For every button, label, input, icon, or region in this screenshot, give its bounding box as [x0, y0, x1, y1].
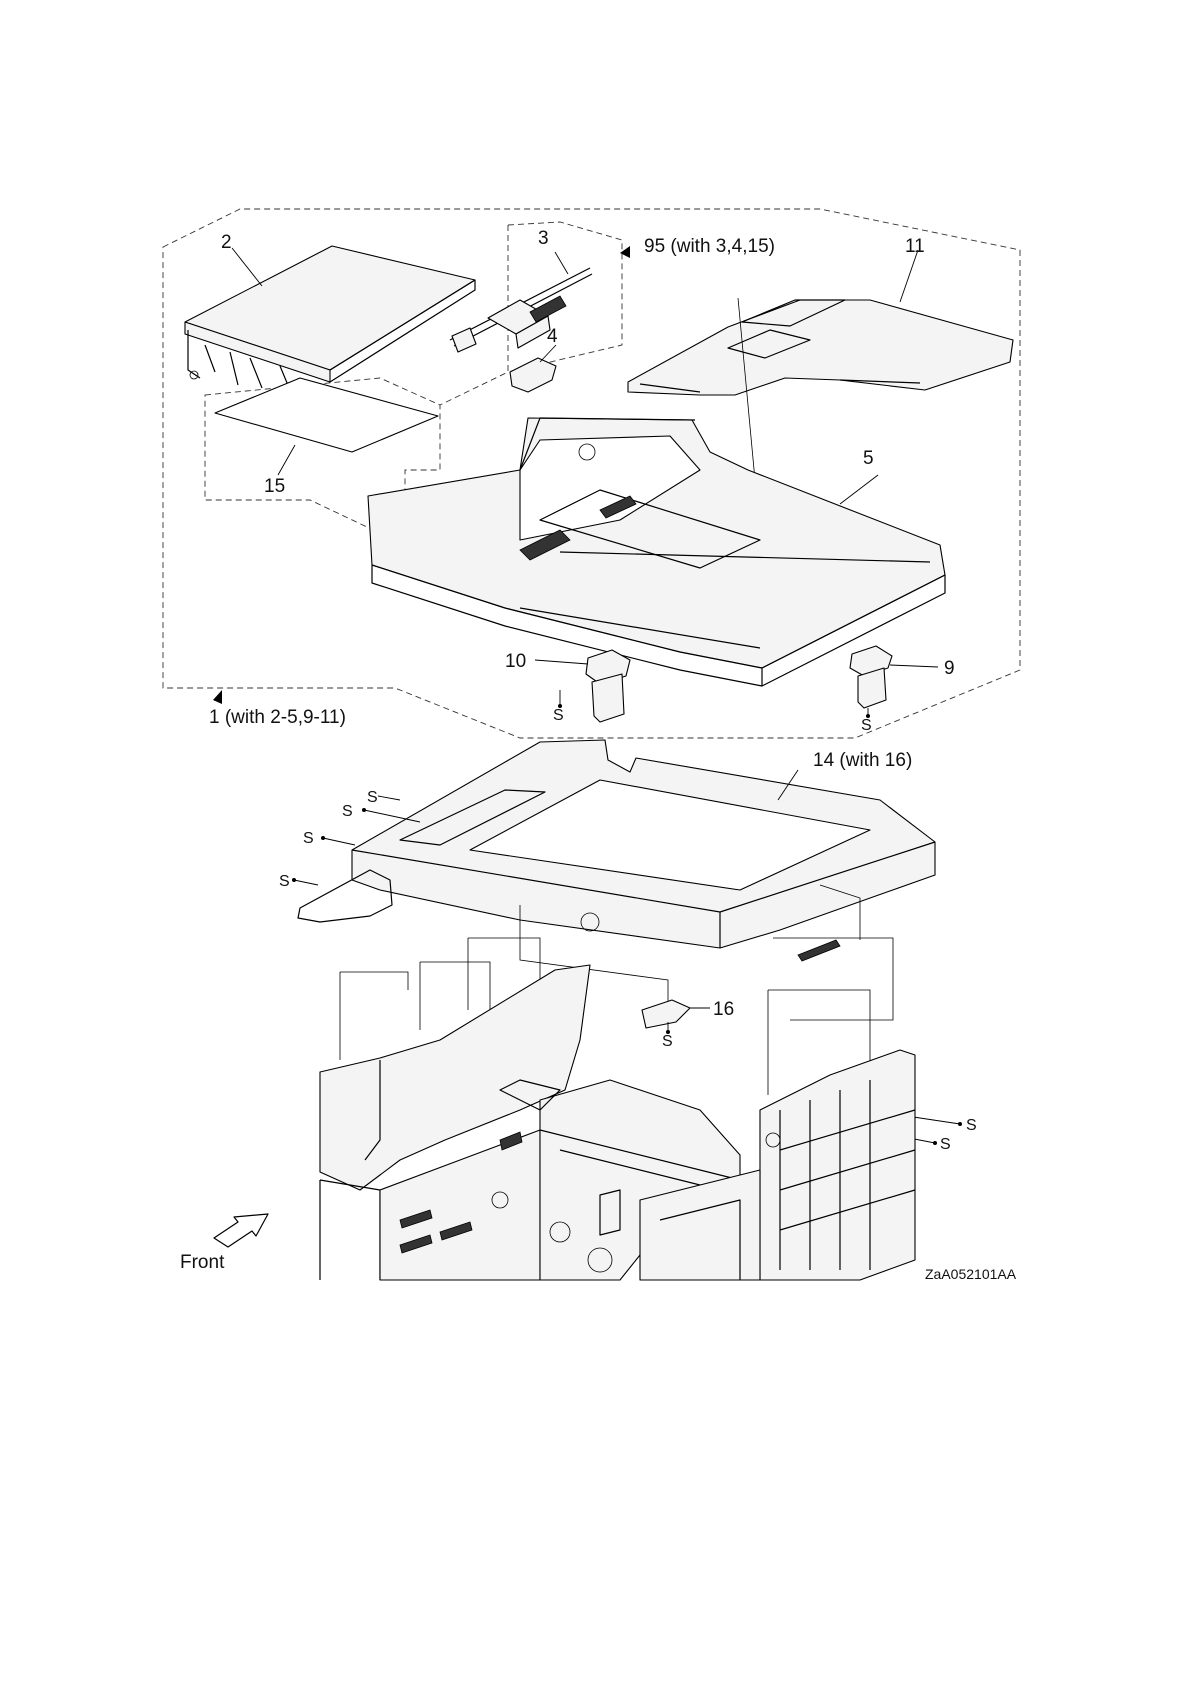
frame-clip [300, 1281, 940, 1311]
screw-label-e: S [966, 1117, 977, 1134]
callout-14: 14 (with 16) [813, 750, 912, 771]
screw-label-c: S [303, 830, 314, 847]
leader-11 [900, 250, 918, 302]
callout-16: 16 [713, 999, 734, 1020]
pointer-95 [620, 246, 630, 258]
part-10-hinge [586, 650, 630, 722]
part-11-tray [628, 300, 1013, 395]
callout-95: 95 (with 3,4,15) [644, 236, 775, 257]
callout-3: 3 [538, 228, 549, 249]
front-arrow-icon [214, 1214, 268, 1247]
leader-9 [890, 665, 938, 667]
part-16-bracket [642, 1000, 690, 1028]
callout-2: 2 [221, 232, 232, 253]
printer-frame [320, 965, 915, 1280]
leader-4 [540, 345, 556, 362]
screw-label-b: S [342, 803, 353, 820]
leader-3 [555, 252, 568, 274]
part-14-scanner [298, 740, 935, 961]
screw-label-d: S [279, 873, 290, 890]
screw-label-a: S [367, 789, 378, 806]
part-2-cover [185, 246, 475, 390]
leader-2 [232, 248, 262, 286]
part-4-holder [510, 358, 556, 392]
pointer-1 [213, 690, 222, 704]
part-9-hinge [850, 646, 892, 708]
callout-5: 5 [863, 448, 874, 469]
screw-label-10: S [553, 707, 564, 724]
callout-15: 15 [264, 476, 285, 497]
callout-9: 9 [944, 658, 955, 679]
callout-1: 1 (with 2-5,9-11) [209, 707, 346, 728]
screw-label-16: S [662, 1033, 673, 1050]
callout-4: 4 [547, 326, 558, 347]
screw-label-9: S [861, 717, 872, 734]
leader-15 [278, 445, 295, 475]
callout-10: 10 [505, 651, 526, 672]
leader-5 [840, 475, 878, 504]
assembly-95-boundary [508, 222, 622, 372]
screw-label-f: S [940, 1136, 951, 1153]
part-5-adf-body [368, 418, 945, 686]
front-label: Front [180, 1252, 225, 1273]
callout-11: 11 [905, 236, 925, 257]
figure-code: ZaA052101AA [925, 1266, 1017, 1282]
leader-10 [535, 660, 588, 664]
